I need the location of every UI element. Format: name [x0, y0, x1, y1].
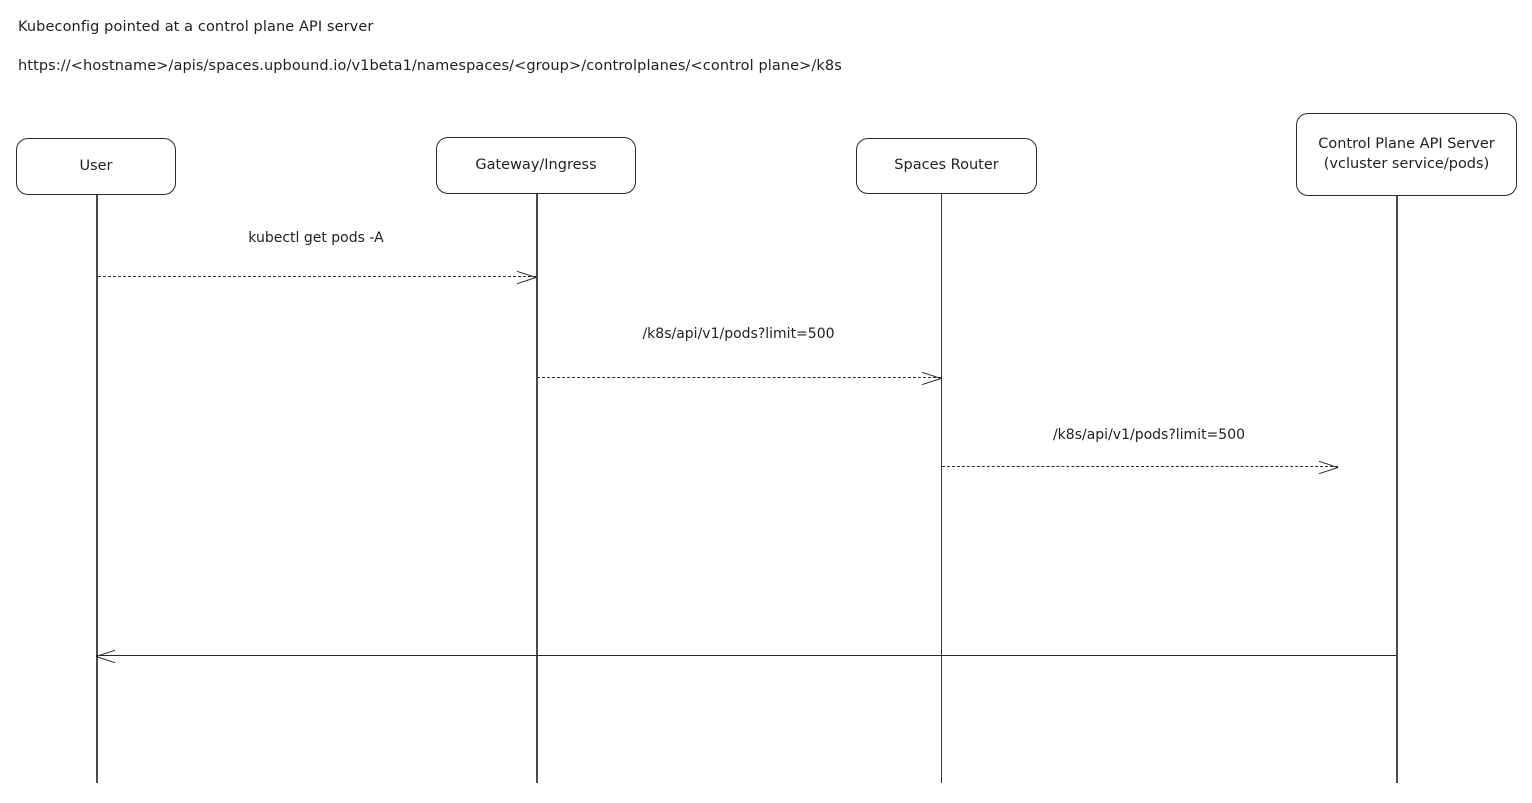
kubeconfig-url-text: https://<hostname>/apis/spaces.upbound.i…	[18, 58, 842, 74]
message-label-k8s-pods-router-to-controlplane: /k8s/api/v1/pods?limit=500	[1052, 427, 1246, 443]
message-arrow-router-to-control-plane	[942, 466, 1338, 467]
participant-user[interactable]: User	[16, 138, 176, 195]
message-arrow-control-plane-to-user	[96, 655, 1396, 656]
message-arrow-user-to-gateway	[98, 276, 536, 277]
lifeline-spaces-router	[941, 193, 942, 783]
participant-spaces-router[interactable]: Spaces Router	[856, 138, 1037, 194]
lifeline-control-plane	[1396, 195, 1398, 783]
participant-gateway-ingress[interactable]: Gateway/Ingress	[436, 137, 636, 194]
participant-user-label: User	[79, 157, 113, 174]
participant-gateway-ingress-label: Gateway/Ingress	[475, 156, 597, 173]
message-arrow-gateway-to-router	[537, 377, 941, 378]
diagram-title: Kubeconfig pointed at a control plane AP…	[18, 19, 374, 35]
participant-control-plane-line2: (vcluster service/pods)	[1323, 155, 1490, 172]
message-label-kubectl-get-pods: kubectl get pods -A	[248, 230, 384, 246]
lifeline-user	[96, 194, 98, 783]
participant-control-plane-api-server[interactable]: Control Plane API Server (vcluster servi…	[1296, 113, 1517, 196]
message-label-k8s-pods-gateway-to-router: /k8s/api/v1/pods?limit=500	[642, 326, 835, 342]
participant-spaces-router-label: Spaces Router	[894, 157, 999, 174]
lifeline-gateway	[536, 193, 538, 783]
participant-control-plane-api-server-label: Control Plane API Server (vcluster servi…	[1310, 135, 1503, 174]
participant-control-plane-line1: Control Plane API Server	[1318, 135, 1495, 152]
